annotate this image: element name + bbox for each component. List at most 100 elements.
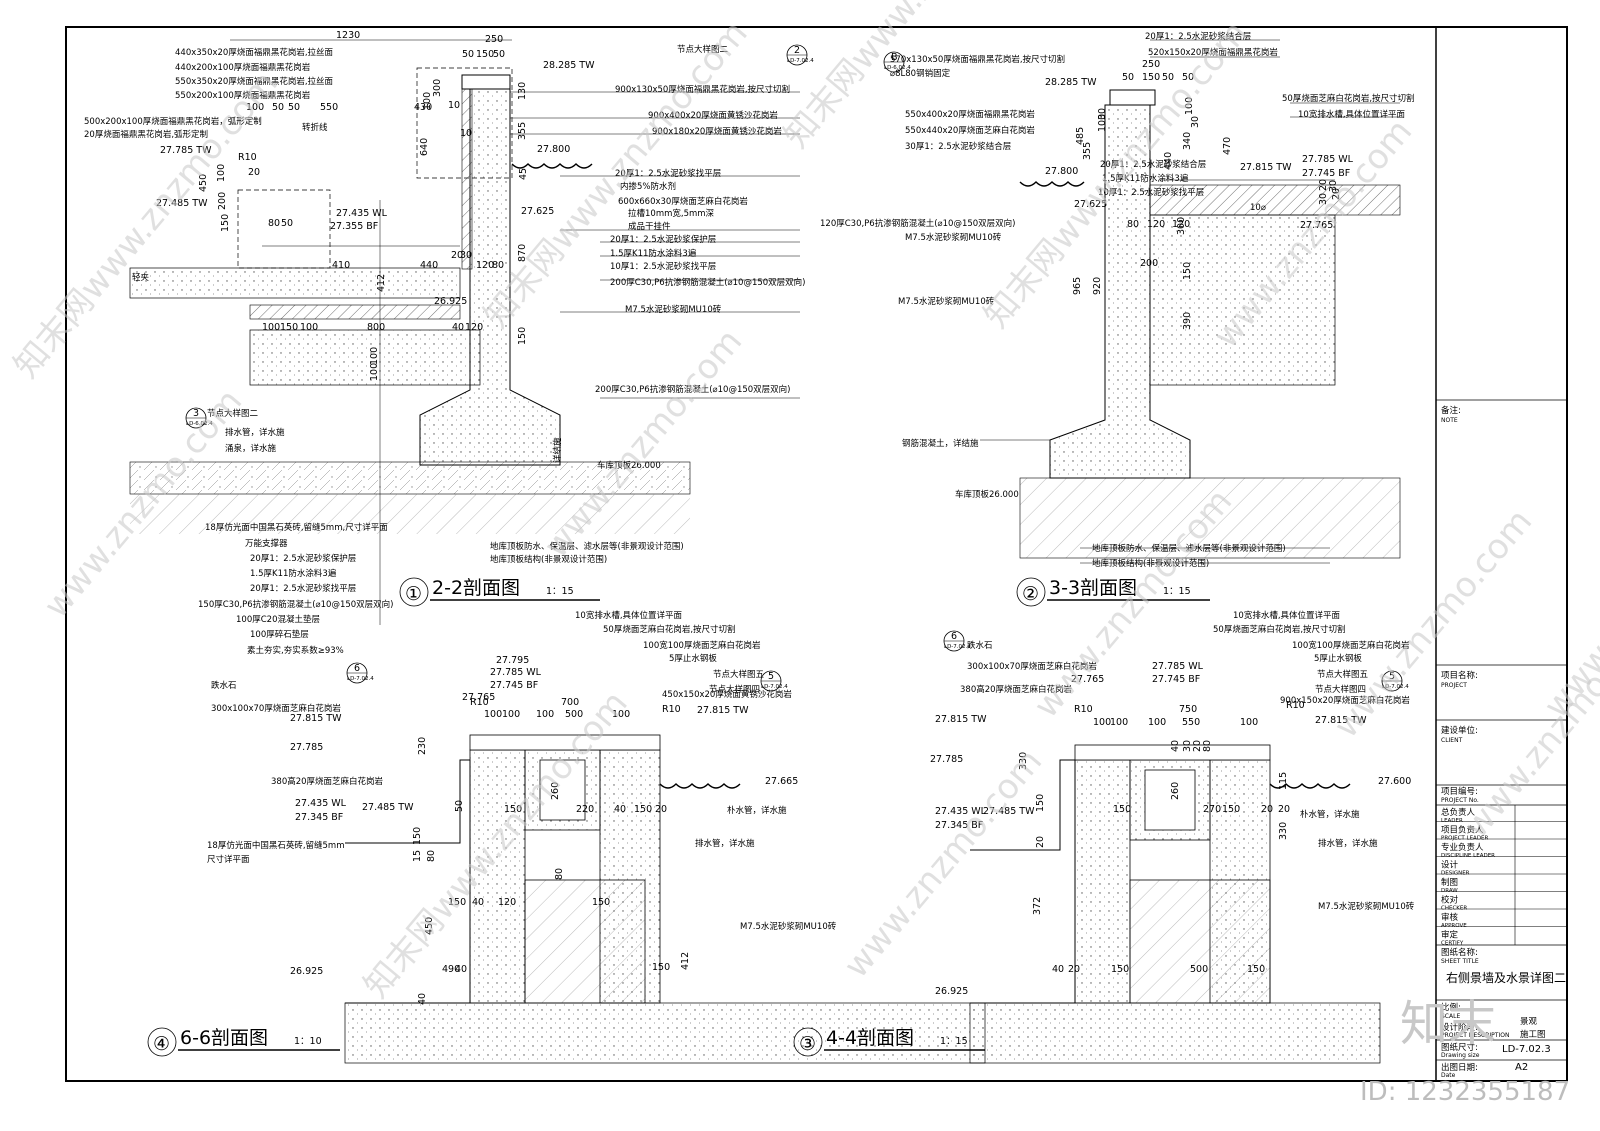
callout-number: 5	[1389, 671, 1395, 682]
sec66-pool-left	[345, 759, 471, 1004]
title-4-4-num: ③	[799, 1033, 816, 1055]
sec66-note: 节点大样图五	[713, 669, 765, 680]
tb-role-cn: 设计	[1441, 860, 1459, 871]
sec33-dim: 30	[1190, 116, 1201, 128]
tb-role-cn: 项目负责人	[1441, 825, 1484, 836]
title-4-4-text: 4-4剖面图	[826, 1027, 914, 1049]
sec33-dim: 200	[1140, 258, 1158, 269]
tb-pno-cn: 项目编号:	[1441, 786, 1478, 797]
sec66-dim: 80	[554, 868, 565, 880]
section-titles: ① 2-2剖面图 1：15 ② 3-3剖面图 1：15 ④ 6-6剖面图 1：1…	[147, 577, 1210, 1057]
sec22-dim: 50	[462, 49, 474, 60]
sec22-dim: 80	[268, 218, 280, 229]
sec33-dim: 250	[1142, 59, 1160, 70]
sec33-dim: 50	[1162, 72, 1174, 83]
sec22-note: 10厚1：2.5水泥砂浆找平层	[610, 261, 716, 272]
sec22-dim: 100	[262, 322, 280, 333]
sec22-left-note: 18厚仿光面中国黑石英砖,留缝5mm,尺寸详平面	[205, 522, 388, 533]
sec33-dim: 120	[1172, 219, 1190, 230]
sec22-detail-box	[416, 67, 513, 179]
sec44-pool-left	[970, 759, 1076, 1004]
sec33-level: 27.785 WL	[1302, 154, 1354, 165]
title-6-6: ④ 6-6剖面图 1：10	[147, 1027, 340, 1057]
sec22-dim: 1230	[336, 30, 360, 41]
sec66-channel-void	[539, 759, 586, 821]
sec33-dim: 440	[1163, 152, 1174, 170]
sec22-left-note: 100厚C20混凝土垫层	[236, 614, 320, 625]
sec66-dim: 230	[417, 737, 428, 755]
sec66-level: 27.785 WL	[490, 667, 542, 678]
sec44-dim: 100	[1110, 717, 1128, 728]
sec33-dim: 100	[1184, 97, 1195, 115]
sec22-planting	[511, 163, 593, 169]
sec66-note: 5厚止水钢板	[669, 653, 717, 664]
sec22-note: 20厚烧面福鼎黑花岗岩,弧形定制	[84, 129, 208, 140]
sec22-detail-box2	[237, 189, 331, 269]
sec22-annotations: 440x350x20厚烧面福鼎黑花岗岩,拉丝面440x200x100厚烧面福鼎黑…	[84, 47, 806, 565]
sec66-dim: 100	[484, 709, 502, 720]
callout-number: 6	[354, 663, 360, 674]
sec22-note: 900x400x20厚烧面黄锈沙花岗岩	[648, 110, 778, 121]
sec22-left-note: 1.5厚K11防水涂料3遍	[250, 568, 337, 579]
sec22-misc-label: 轻夹	[132, 272, 150, 283]
sec22-dim: 100	[246, 102, 264, 113]
sec22-base-slab	[249, 329, 481, 386]
sec33-note: 10⌀	[1250, 203, 1266, 213]
tb-stage-en: PROJECT DESCRIPTION	[1441, 1032, 1509, 1039]
sec66-dim: 150	[412, 827, 423, 845]
tb-size-cn: 图纸尺寸:	[1441, 1042, 1478, 1053]
sec33-dim: 30	[1318, 193, 1329, 205]
sec33-dim: 340	[1182, 132, 1193, 150]
sec44-dim: 150	[1111, 964, 1129, 975]
sec22-dim: 80	[492, 260, 504, 271]
tb-role-en: LEADER	[1441, 818, 1463, 824]
tb-sheet-title-cn: 图纸名称:	[1441, 947, 1478, 958]
sec44-level: 27.435 WL	[935, 806, 987, 817]
tb-sheet-title-en: SHEET TITLE	[1441, 958, 1479, 965]
tb-role-cn: 专业负责人	[1441, 842, 1484, 853]
sec22-dim: 355	[517, 122, 528, 140]
callout-number: 5	[768, 671, 774, 682]
sec44-dim: 330	[1018, 752, 1029, 770]
sec66-note: 节点大样图四	[709, 684, 760, 695]
sec33-dim: 120	[1147, 219, 1165, 230]
sec22-note: 地库顶板结构(非景观设计范围)	[490, 554, 607, 565]
sec66-note: 450x150x20厚烧面黄锈沙花岗岩	[662, 689, 792, 700]
sec22-note: 600x660x30厚烧面芝麻白花岗岩	[618, 196, 748, 207]
sec22-note: 200厚C30,P6抗渗钢筋混凝土(⌀10@150双层双向)	[610, 277, 806, 288]
sec66-dim: 100	[536, 709, 554, 720]
sec44-note: 朴水管，详水施	[1300, 809, 1360, 820]
sec44-dim: 330	[1278, 822, 1289, 840]
tb-role-cn: 校对	[1441, 895, 1459, 906]
watermark-text: 知末网www.znzmo.com	[6, 64, 285, 386]
sec44-note: 节点大样图五	[1317, 669, 1369, 680]
sec22-dim: 412	[376, 274, 387, 292]
sec22-left-note: 100厚碎石垫层	[250, 629, 309, 640]
sec66-dim: 100	[502, 709, 520, 720]
sec22-dim: 550	[320, 102, 338, 113]
sec44-level: 27.345 BF	[935, 820, 983, 831]
sec22-dim: 100	[300, 322, 318, 333]
sec33-note: 地库顶板结构(非景观设计范围)	[1092, 558, 1209, 569]
title-6-6-scale: 1：10	[294, 1036, 322, 1047]
sec66-level: 27.795	[496, 655, 529, 666]
outer-frame	[65, 26, 1568, 1082]
sec66-dim: 150	[652, 962, 670, 973]
tb-scale-en: SCALE	[1441, 1013, 1460, 1020]
sec44-note: 跌水石	[967, 640, 993, 651]
sec44-dim: R10	[1074, 704, 1093, 715]
sec66-dim: 15	[412, 850, 423, 862]
sec33-note: 520x150x20厚烧面福鼎黑花岗岩	[1148, 47, 1278, 58]
sec33-level: 27.745 BF	[1302, 168, 1350, 179]
sec66-dim: 150	[592, 897, 610, 908]
sec44-dim: 500	[1190, 964, 1208, 975]
section-3-3	[1019, 89, 1401, 559]
sec33-coping	[1109, 89, 1156, 106]
sec22-note: 440x350x20厚烧面福鼎黑花岗岩,拉丝面	[175, 47, 334, 58]
watermark-text: www.znzmo.com	[836, 742, 1050, 986]
sec22-misc-label: 节点大样图二	[207, 408, 259, 419]
